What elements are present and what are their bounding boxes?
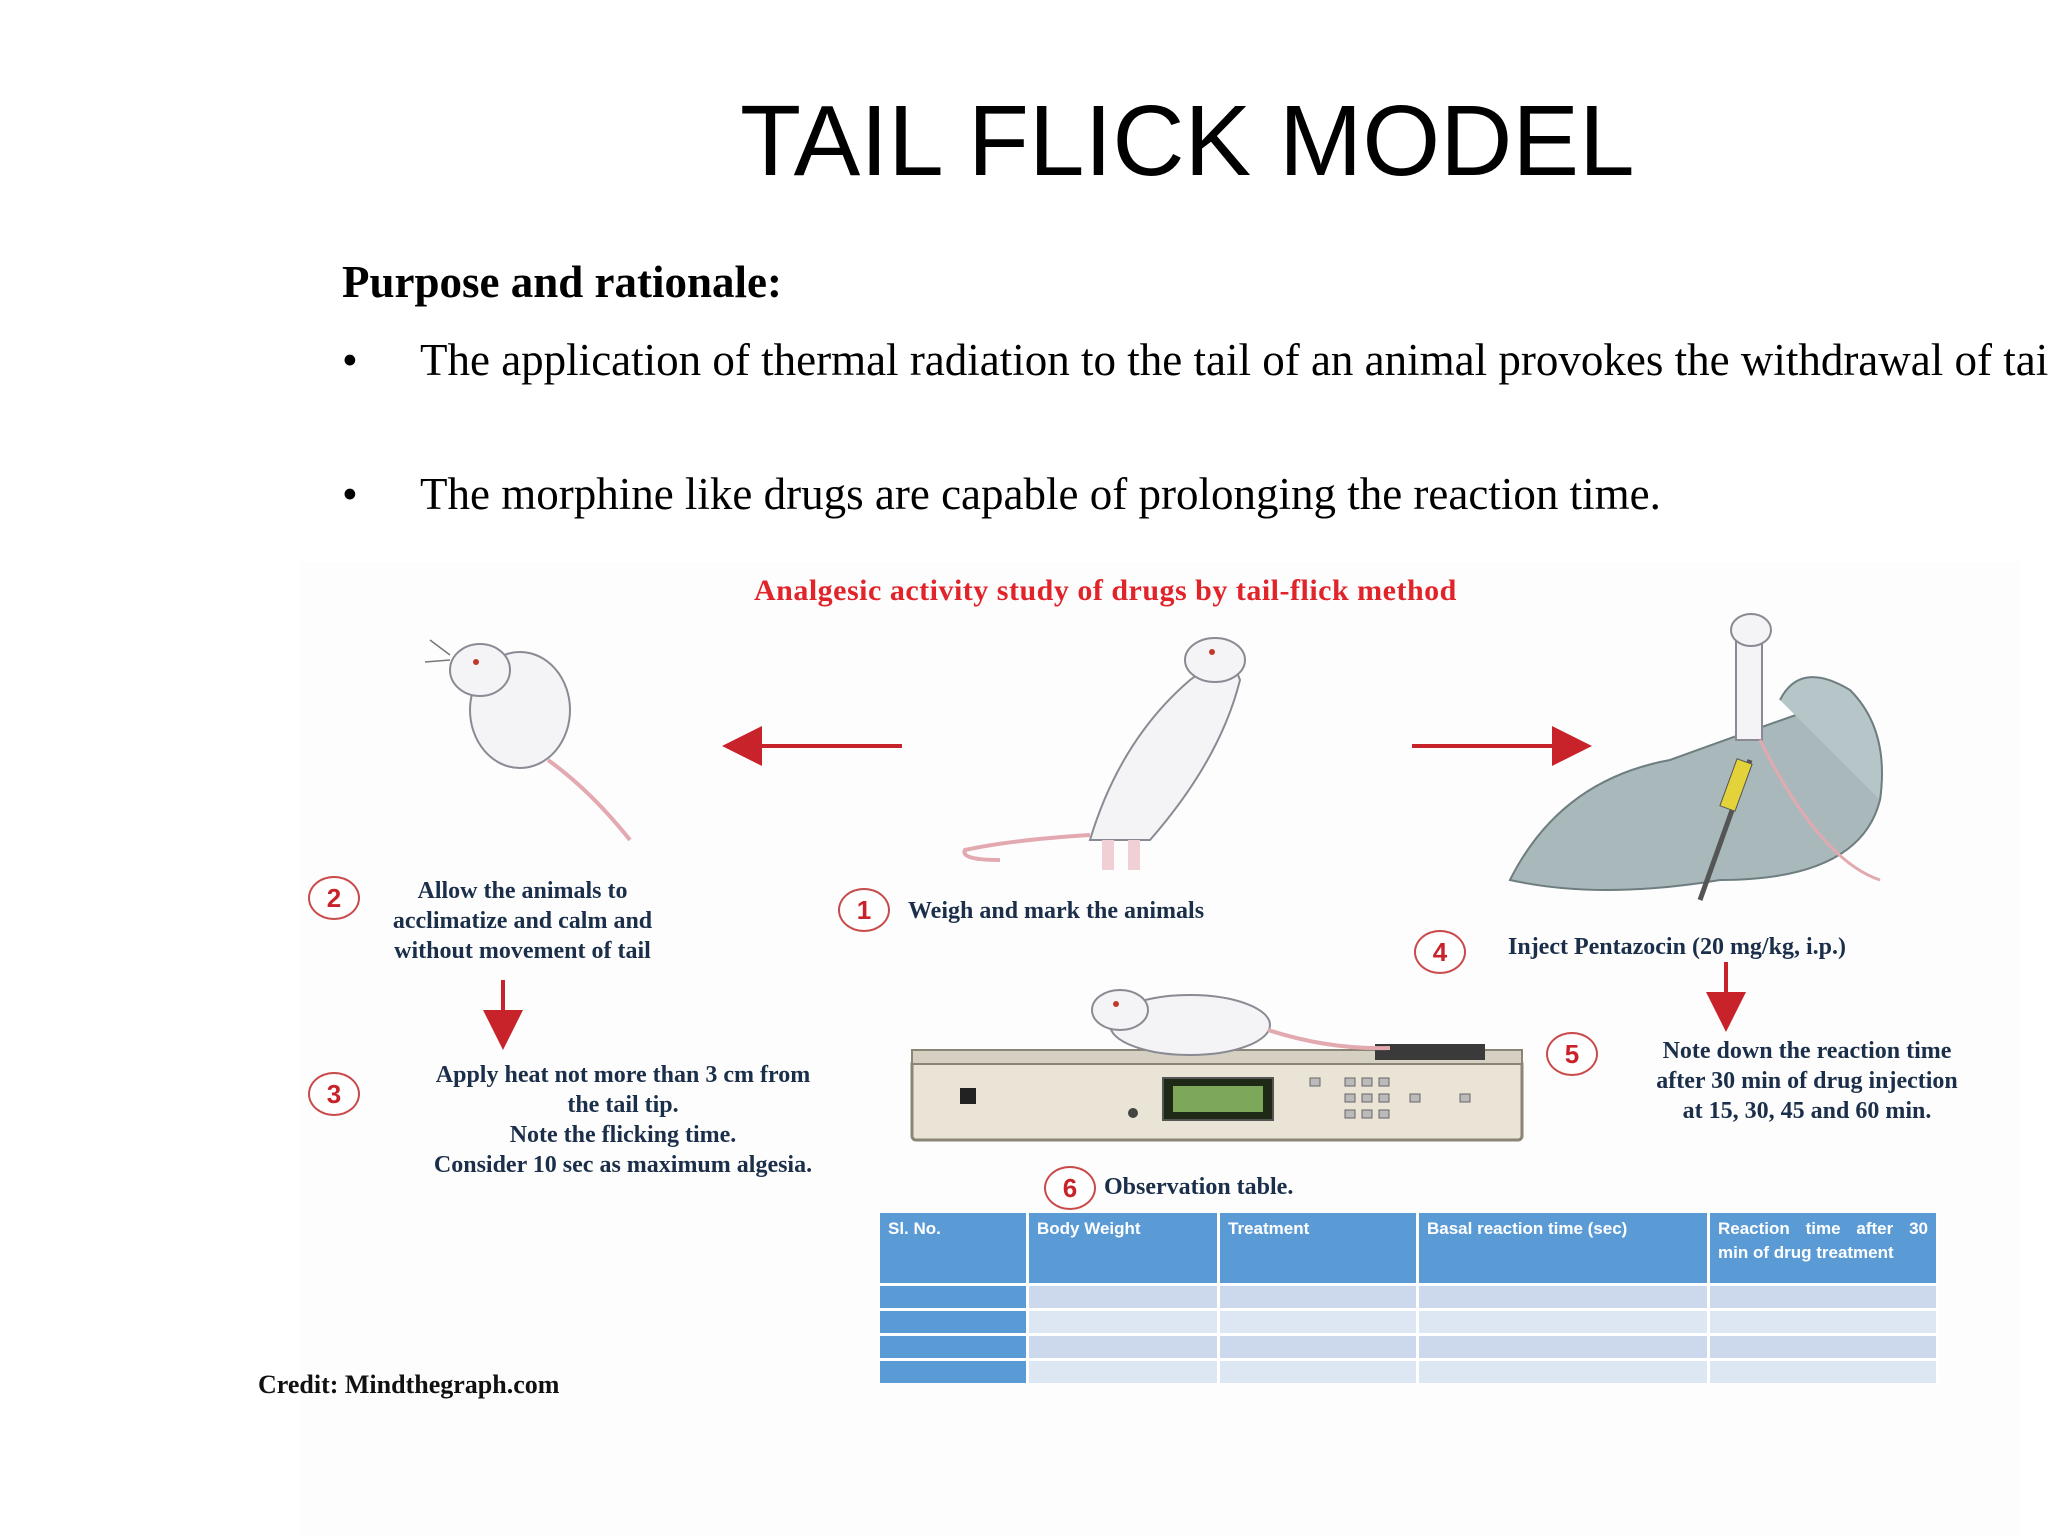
step-line: Allow the animals to	[417, 878, 628, 904]
rat-standing-icon	[962, 637, 1246, 870]
table-cell	[880, 1283, 1029, 1310]
table-header-row: Sl. No. Body Weight Treatment Basal reac…	[880, 1213, 1939, 1285]
table-header-cell: Sl. No.	[880, 1213, 1029, 1285]
step-number-badge: 3	[308, 1072, 360, 1116]
table-cell	[1708, 1283, 1939, 1310]
table-cell	[1417, 1308, 1710, 1335]
table-cell	[1708, 1308, 1939, 1335]
table-cell	[1218, 1358, 1419, 1383]
table-cell	[880, 1308, 1029, 1335]
table-cell	[1708, 1358, 1939, 1383]
step-2-text: Allow the animals to acclimatize and cal…	[355, 876, 690, 966]
gloved-hand-syringe-icon	[1508, 613, 1883, 901]
table-cell	[1027, 1308, 1220, 1335]
step-line: without movement of tail	[394, 938, 651, 964]
credit-text: Credit: Mindthegraph.com	[258, 1370, 560, 1399]
table-cell	[1708, 1333, 1939, 1360]
table-cell	[1218, 1308, 1419, 1335]
step-4-text: Inject Pentazocin (20 mg/kg, i.p.)	[1508, 932, 1846, 962]
table-cell	[1027, 1333, 1220, 1360]
rat-top-left-icon	[424, 639, 632, 842]
step-line: Consider 10 sec as maximum algesia.	[433, 1152, 813, 1178]
table-cell	[880, 1333, 1029, 1360]
step-6-text: Observation table.	[1104, 1172, 1293, 1202]
table-cell	[1417, 1333, 1710, 1360]
table-cell	[1417, 1283, 1710, 1310]
table-header-cell: Body Weight	[1027, 1213, 1220, 1285]
bullet-text: The morphine like drugs are capable of p…	[420, 469, 1661, 519]
step-number-badge: 5	[1546, 1032, 1598, 1076]
step-line: Note down the reaction time	[1662, 1038, 1952, 1064]
table-row	[880, 1358, 1939, 1383]
step-line: Weigh and mark the animals	[908, 898, 1205, 924]
step-number-badge: 2	[308, 876, 360, 920]
table-cell	[1027, 1283, 1220, 1310]
step-number-badge: 4	[1414, 930, 1466, 974]
bullet-symbol: •	[342, 469, 358, 519]
step-1-text: Weigh and mark the animals	[908, 896, 1204, 926]
table-cell	[1218, 1283, 1419, 1310]
step-3-text: Apply heat not more than 3 cm from the t…	[378, 1060, 868, 1180]
table-cell	[1027, 1358, 1220, 1383]
step-number-badge: 6	[1044, 1166, 1096, 1210]
slide-title: TAIL FLICK MODEL	[740, 85, 1635, 197]
step-line: Inject Pentazocin (20 mg/kg, i.p.)	[1508, 934, 1846, 960]
section-heading: Purpose and rationale:	[342, 257, 783, 307]
table-cell	[880, 1358, 1029, 1383]
bullet-symbol: •	[342, 335, 358, 385]
step-line: at 15, 30, 45 and 60 min.	[1682, 1098, 1932, 1124]
table-row	[880, 1308, 1939, 1335]
table-header-cell: Basal reaction time (sec)	[1417, 1213, 1710, 1285]
tail-flick-device-icon	[910, 989, 1524, 1142]
step-line: Apply heat not more than 3 cm from	[435, 1062, 811, 1088]
step-line: Observation table.	[1104, 1174, 1294, 1200]
step-number-badge: 1	[838, 888, 890, 932]
table-header-cell: Treatment	[1218, 1213, 1419, 1285]
table-row	[880, 1333, 1939, 1360]
bullet-text: The application of thermal radiation to …	[420, 335, 2048, 385]
table-cell	[1417, 1358, 1710, 1383]
table-cell	[1218, 1333, 1419, 1360]
table-row	[880, 1283, 1939, 1310]
table-header-cell: Reaction time after 30 min of drug treat…	[1708, 1213, 1939, 1285]
step-line: the tail tip.	[567, 1092, 679, 1118]
figure-title: Analgesic activity study of drugs by tai…	[754, 574, 1457, 607]
step-line: after 30 min of drug injection	[1656, 1068, 1958, 1094]
step-5-text: Note down the reaction time after 30 min…	[1612, 1036, 2002, 1126]
step-line: acclimatize and calm and	[392, 908, 653, 934]
observation-table: Sl. No. Body Weight Treatment Basal reac…	[880, 1213, 1939, 1383]
step-line: Note the flicking time.	[509, 1122, 737, 1148]
